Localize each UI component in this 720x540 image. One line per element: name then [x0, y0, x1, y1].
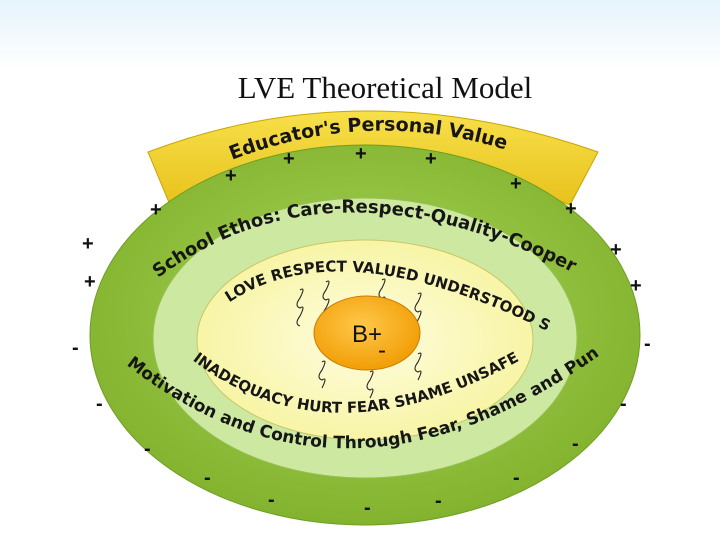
plus-sign: + — [510, 173, 522, 195]
minus-sign: - — [644, 333, 651, 355]
minus-sign: - — [364, 497, 371, 519]
minus-sign: - — [620, 393, 627, 415]
plus-sign: + — [425, 148, 437, 170]
plus-sign: + — [355, 143, 367, 165]
center-sub-label: - — [378, 337, 386, 364]
plus-sign: + — [84, 271, 96, 293]
plus-sign: + — [82, 233, 94, 255]
center-label: B+ — [352, 321, 382, 348]
plus-sign: + — [225, 165, 237, 187]
minus-sign: - — [144, 438, 151, 460]
minus-sign: - — [72, 337, 79, 359]
center-ellipse — [313, 295, 421, 371]
plus-sign: + — [150, 199, 162, 221]
plus-sign: + — [610, 239, 622, 261]
plus-sign: + — [630, 275, 642, 297]
minus-sign: - — [96, 393, 103, 415]
minus-signs: - - - - - - - - - - - — [72, 333, 651, 519]
minus-sign: - — [513, 467, 520, 489]
plus-sign: + — [565, 198, 577, 220]
minus-sign: - — [572, 433, 579, 455]
plus-signs: + + + + + + + + + + + — [82, 143, 642, 297]
plus-sign: + — [283, 148, 295, 170]
minus-sign: - — [435, 490, 442, 512]
minus-sign: - — [268, 489, 275, 511]
page-title: LVE Theoretical Model — [237, 70, 533, 105]
minus-sign: - — [204, 467, 211, 489]
